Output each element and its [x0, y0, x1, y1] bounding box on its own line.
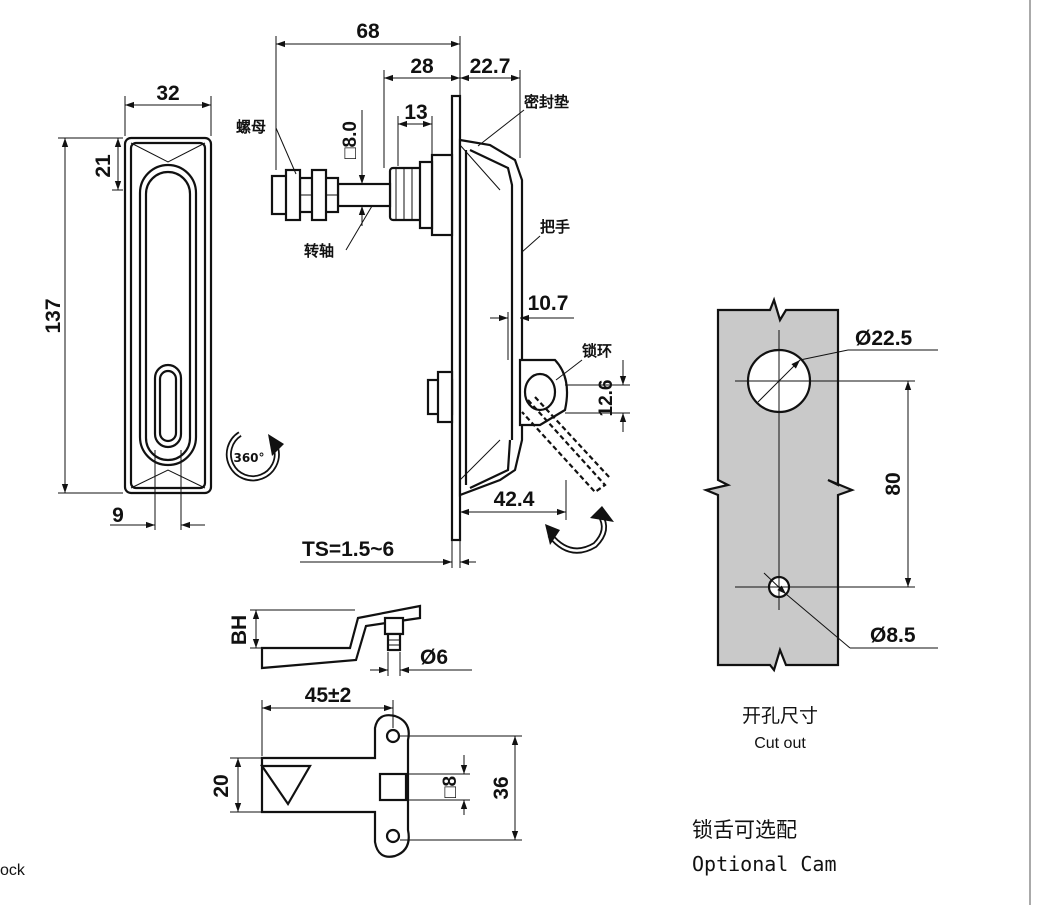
dim-cam-bh: BH [228, 615, 251, 645]
dim-cutout-80: 80 [882, 472, 905, 495]
cutout-title-en: Cut out [754, 735, 806, 752]
front-view: 32 137 21 9 360° [42, 82, 284, 530]
dim-front-slot: 9 [112, 504, 124, 527]
dim-cam-sq8: □8 [440, 776, 461, 798]
dim-side-total: 68 [356, 20, 380, 43]
dim-cam-45: 45±2 [305, 684, 352, 707]
dim-side-28: 28 [410, 55, 434, 78]
rotation-arrow-icon [545, 506, 614, 554]
cam-top-view: 45±2 20 □8 36 [210, 684, 522, 858]
label-handle: 把手 [540, 218, 570, 236]
edge-text: ock [0, 862, 26, 879]
dim-side-square: □8.0 [340, 121, 361, 159]
optional-cam-en: Optional Cam [692, 852, 837, 876]
dim-front-width: 32 [156, 82, 179, 105]
dim-side-22-7: 22.7 [470, 55, 511, 78]
dim-side-42-4: 42.4 [494, 488, 535, 511]
optional-cam-cn: 锁舌可选配 [692, 818, 797, 842]
cutout-title-cn: 开孔尺寸 [742, 705, 818, 727]
dim-cam-36: 36 [490, 776, 513, 799]
dim-side-13: 13 [404, 101, 427, 124]
dim-cam-d6: Ø6 [420, 646, 448, 669]
dim-cam-20: 20 [210, 774, 233, 797]
label-shaft: 转轴 [304, 242, 334, 260]
dim-front-height: 137 [42, 298, 65, 333]
optional-cam-caption: 锁舌可选配 Optional Cam [692, 818, 837, 876]
rotation-360-icon: 360° [225, 431, 284, 482]
label-gasket: 密封垫 [524, 93, 569, 111]
cutout-view: Ø22.5 80 Ø8.5 开孔尺寸 Cut out [702, 296, 938, 752]
cam-side-view: BH Ø6 [228, 604, 472, 676]
dim-side-12-6: 12.6 [596, 380, 617, 417]
label-lock-ring: 锁环 [582, 342, 612, 360]
rotation-360-label: 360° [233, 451, 264, 465]
label-nut: 螺母 [236, 118, 266, 136]
dim-cutout-d22-5: Ø22.5 [855, 327, 913, 350]
dim-side-10-7: 10.7 [528, 292, 569, 315]
dim-side-ts: TS=1.5~6 [302, 538, 394, 561]
dim-cutout-d8-5: Ø8.5 [870, 624, 916, 647]
dim-front-top: 21 [92, 154, 115, 178]
side-view: 68 28 22.7 13 □8.0 螺母 密封垫 转轴 把手 锁环 10.7 [236, 20, 630, 568]
